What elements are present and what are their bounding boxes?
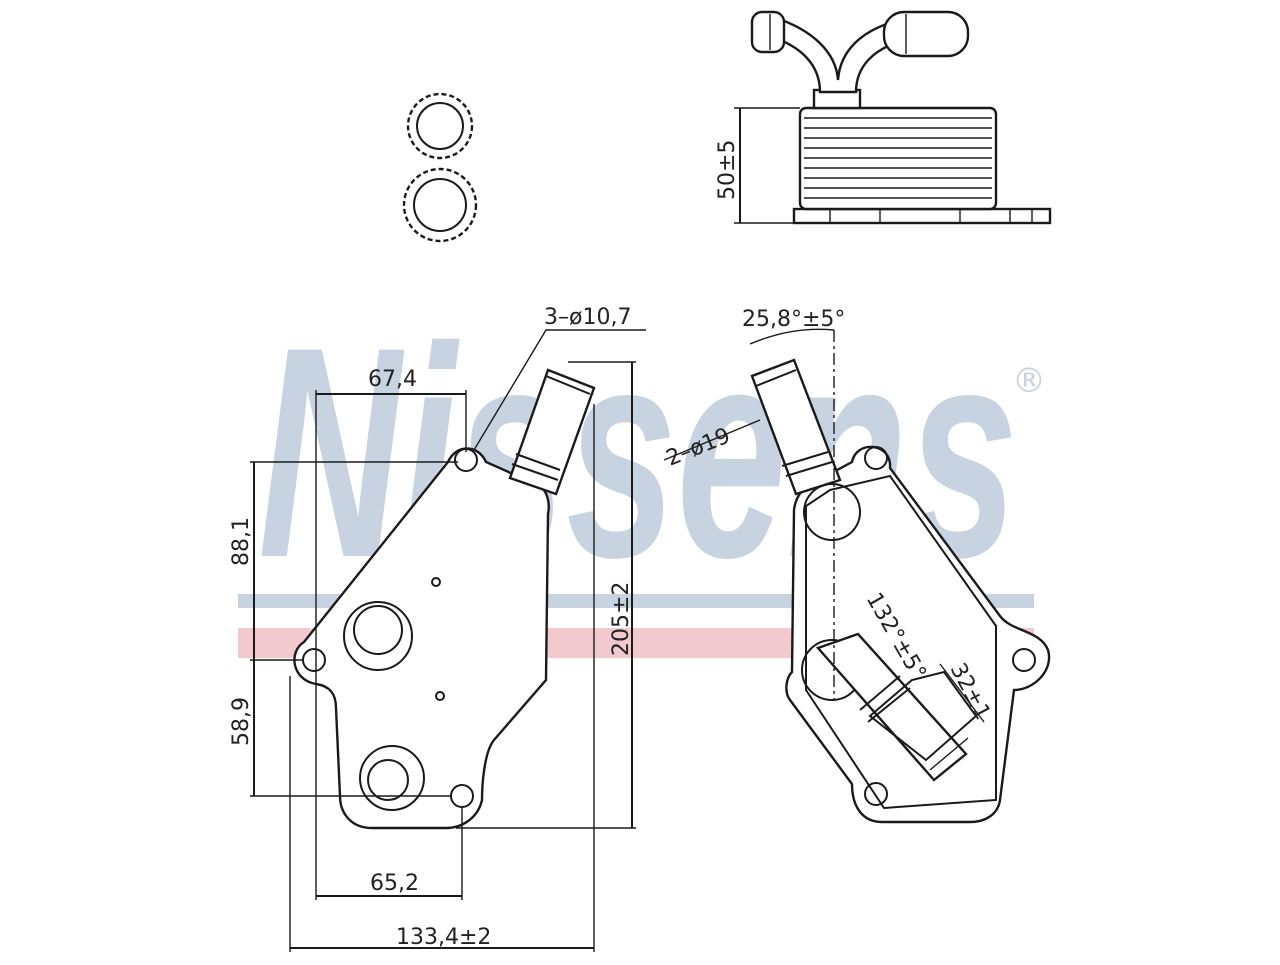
dim-total-height: 205±2 — [609, 582, 634, 656]
watermark-registered: ® — [1012, 361, 1046, 401]
dim-total-width: 133,4±2 — [396, 925, 491, 950]
plate-lines — [804, 117, 992, 199]
dim-holes: 3–ø10,7 — [544, 305, 631, 330]
dim-thickness: 50±5 — [715, 140, 740, 200]
rear-view: 25,8°±5° 2–ø19 132°±5° 32±1 — [663, 307, 1051, 824]
dim-height-upper: 88,1 — [229, 517, 254, 566]
front-view: 3–ø10,7 67,4 88,1 58,9 205±2 65,2 133,4±… — [229, 305, 646, 952]
dim-pipe-angle: 25,8°±5° — [742, 307, 845, 332]
side-view: 50±5 — [715, 10, 1052, 225]
o-ring-lower — [402, 167, 478, 243]
dim-width-bottom: 65,2 — [370, 871, 419, 896]
dim-width-top: 67,4 — [368, 367, 417, 392]
dim-height-lower: 58,9 — [229, 697, 254, 746]
o-ring-upper — [406, 92, 474, 160]
